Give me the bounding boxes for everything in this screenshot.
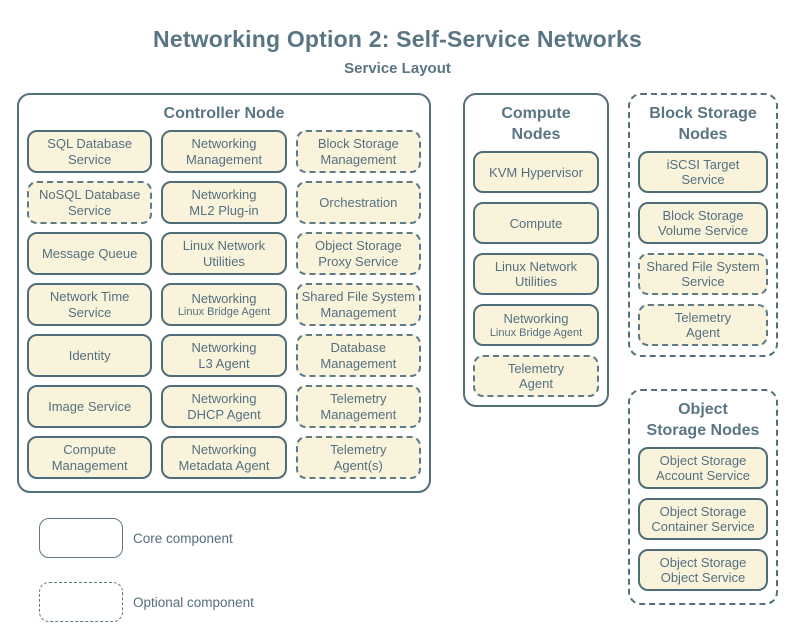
service-label: Shared File System Service bbox=[646, 258, 760, 290]
service-label: Telemetry Agent bbox=[674, 309, 732, 341]
service-label: iSCSI Target Service bbox=[666, 156, 740, 188]
service-box-object-storage-object-service: Object Storage Object Service bbox=[638, 549, 768, 592]
service-box-identity: Identity bbox=[27, 334, 153, 378]
legend-item-core: Core component bbox=[39, 518, 233, 558]
service-label: Network Time Service bbox=[49, 289, 130, 320]
controller-node-services: SQL Database Service Networking Managemen… bbox=[19, 128, 429, 487]
service-label: Networking Management bbox=[186, 136, 262, 167]
block-storage-nodes-container: Block Storage Nodes iSCSI Target Service… bbox=[628, 93, 778, 357]
service-box-network-time-service: Network Time Service bbox=[27, 283, 153, 327]
service-box-shared-file-system-management: Shared File System Management bbox=[295, 283, 421, 327]
service-label: Telemetry Agent(s) bbox=[330, 442, 387, 473]
core-component-label: Core component bbox=[133, 530, 233, 546]
service-label: Networking Metadata Agent bbox=[178, 442, 270, 473]
service-box-linux-network-utilities: Linux Network Utilities bbox=[473, 253, 599, 296]
service-label: Block Storage Management bbox=[317, 136, 399, 167]
service-label: Object Storage Container Service bbox=[651, 503, 755, 535]
service-label: Networking DHCP Agent bbox=[187, 391, 261, 422]
service-label: Networking L3 Agent bbox=[191, 340, 257, 371]
service-label: Linux Network Utilities bbox=[494, 258, 578, 290]
service-box-image-service: Image Service bbox=[27, 385, 153, 429]
service-box-orchestration: Orchestration bbox=[295, 181, 421, 225]
service-box-compute: Compute bbox=[473, 202, 599, 245]
service-label: Object Storage Object Service bbox=[659, 554, 747, 586]
service-label: NoSQL Database Service bbox=[38, 187, 141, 218]
service-label: KVM Hypervisor bbox=[489, 164, 583, 180]
service-label: Object Storage Account Service bbox=[656, 452, 750, 484]
service-box-iscsi-target-service: iSCSI Target Service bbox=[638, 151, 768, 194]
compute-nodes-heading: Compute Nodes bbox=[501, 105, 571, 144]
service-box-block-storage-management: Block Storage Management bbox=[295, 130, 421, 174]
object-storage-nodes-heading: Object Storage Nodes bbox=[646, 401, 760, 440]
object-storage-nodes-container: Object Storage Nodes Object Storage Acco… bbox=[628, 389, 778, 605]
service-box-linux-network-utilities: Linux Network Utilities bbox=[161, 232, 287, 276]
service-label: SQL Database Service bbox=[47, 136, 133, 167]
service-label: Identity bbox=[68, 347, 111, 363]
service-label: Telemetry Agent bbox=[507, 360, 565, 392]
block-storage-nodes-heading: Block Storage Nodes bbox=[649, 105, 757, 144]
service-label: Networking bbox=[503, 311, 569, 327]
optional-component-label: Optional component bbox=[133, 594, 254, 610]
service-box-object-storage-account-service: Object Storage Account Service bbox=[638, 447, 768, 490]
service-box-networking-management: Networking Management bbox=[161, 130, 287, 174]
service-box-networking-l3-agent: Networking L3 Agent bbox=[161, 334, 287, 378]
service-box-telemetry-agent-s: Telemetry Agent(s) bbox=[295, 436, 421, 480]
service-box-networking-metadata-agent: Networking Metadata Agent bbox=[161, 436, 287, 480]
service-label: Networking bbox=[191, 290, 257, 306]
service-label: Compute Management bbox=[51, 442, 128, 473]
service-box-object-storage-container-service: Object Storage Container Service bbox=[638, 498, 768, 541]
service-box-message-queue: Message Queue bbox=[27, 232, 153, 276]
service-label: Telemetry Management bbox=[320, 391, 397, 422]
service-box-telemetry-agent: Telemetry Agent bbox=[638, 304, 768, 347]
service-box-nosql-database-service: NoSQL Database Service bbox=[27, 181, 153, 225]
service-label: Linux Network Utilities bbox=[182, 238, 266, 269]
service-box-sql-database-service: SQL Database Service bbox=[27, 130, 153, 174]
service-label: Block Storage Volume Service bbox=[657, 207, 749, 239]
service-sublabel: Linux Bridge Agent bbox=[177, 305, 271, 318]
service-box-networking-dhcp-agent: Networking DHCP Agent bbox=[161, 385, 287, 429]
service-box-object-storage-proxy-service: Object Storage Proxy Service bbox=[295, 232, 421, 276]
core-component-swatch bbox=[39, 518, 123, 558]
service-box-telemetry-management: Telemetry Management bbox=[295, 385, 421, 429]
service-box-compute-management: Compute Management bbox=[27, 436, 153, 480]
service-box-kvm-hypervisor: KVM Hypervisor bbox=[473, 151, 599, 194]
service-label: Object Storage Proxy Service bbox=[314, 238, 402, 269]
service-label: Message Queue bbox=[41, 245, 138, 261]
service-label: Database Management bbox=[320, 340, 397, 371]
service-box-shared-file-system-service: Shared File System Service bbox=[638, 253, 768, 296]
service-label: Image Service bbox=[48, 398, 132, 414]
service-box-networking-ml2-plug-in: Networking ML2 Plug-in bbox=[161, 181, 287, 225]
diagram-title: Networking Option 2: Self-Service Networ… bbox=[153, 26, 642, 52]
service-label: Compute bbox=[509, 215, 563, 231]
service-box-telemetry-agent: Telemetry Agent bbox=[473, 355, 599, 398]
legend-item-optional: Optional component bbox=[39, 582, 254, 622]
service-label: Orchestration bbox=[319, 194, 398, 210]
service-label: Networking ML2 Plug-in bbox=[189, 187, 259, 218]
controller-node-heading: Controller Node bbox=[163, 105, 285, 122]
diagram-subtitle: Service Layout bbox=[344, 60, 451, 77]
service-label: Shared File System Management bbox=[301, 289, 416, 320]
optional-component-swatch bbox=[39, 582, 123, 622]
service-box-block-storage-volume-service: Block Storage Volume Service bbox=[638, 202, 768, 245]
service-box-database-management: Database Management bbox=[295, 334, 421, 378]
service-sublabel: Linux Bridge Agent bbox=[489, 326, 583, 339]
